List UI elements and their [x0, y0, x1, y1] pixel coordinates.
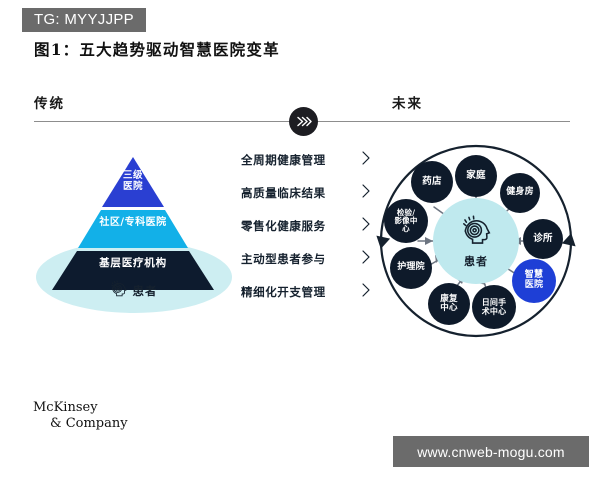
patient-head-fingerprint-icon: [459, 213, 493, 252]
trend-item-4[interactable]: 精细化开支管理: [241, 282, 371, 302]
trend-item-2[interactable]: 零售化健康服务: [241, 216, 371, 236]
trend-item-1[interactable]: 高质量临床结果: [241, 183, 371, 203]
pyramid-patient-label: 患者: [132, 284, 158, 298]
ecosystem-node-label: 日间手术中心: [481, 297, 507, 316]
mckinsey-logo-line2: & Company: [50, 416, 128, 432]
chevron-right-icon: [361, 282, 371, 303]
traditional-pyramid-panel: 三级 医院 社区/专科医院 基层医疗机构 患者: [28, 145, 238, 330]
chevron-right-icon: [361, 249, 371, 270]
ecosystem-node-pharmacy[interactable]: 药店: [411, 161, 453, 203]
figure-title: 图1：五大趋势驱动智慧医院变革: [34, 40, 280, 59]
ecosystem-center-patient: 患者: [433, 198, 519, 284]
trend-label: 高质量临床结果: [241, 186, 326, 200]
ring-arrow-right-icon: [561, 233, 576, 247]
ecosystem-node-lab-imaging[interactable]: 检验/影像中心: [384, 199, 428, 243]
ecosystem-node-family[interactable]: 家庭: [455, 155, 497, 197]
pyramid-tier-bottom: [52, 251, 214, 290]
ecosystem-node-smart-hospital[interactable]: 智慧医院: [512, 259, 556, 303]
double-chevron-right-icon: [289, 107, 318, 136]
pyramid-tier-middle: [78, 210, 188, 248]
axis-label-traditional: 传统: [34, 96, 65, 112]
trend-label: 精细化开支管理: [241, 285, 326, 299]
axis-label-future: 未来: [392, 96, 423, 112]
trend-item-3[interactable]: 主动型患者参与: [241, 249, 371, 269]
ecosystem-node-label: 康复中心: [440, 293, 458, 313]
pyramid-tier-top: [102, 157, 164, 207]
ecosystem-node-label: 智慧医院: [524, 270, 544, 290]
trend-list: 全周期健康管理 高质量临床结果 零售化健康服务 主动型患者参与 精细化开支管理: [241, 150, 371, 302]
site-watermark: www.cnweb-mogu.com: [393, 436, 589, 467]
ecosystem-node-rehab[interactable]: 康复中心: [428, 283, 470, 325]
mckinsey-logo-line1: McKinsey: [33, 400, 98, 415]
mckinsey-logo: McKinsey & Company: [33, 400, 128, 433]
ecosystem-node-label: 检验/影像中心: [394, 207, 418, 234]
chevron-right-icon: [361, 150, 371, 171]
ecosystem-node-gym[interactable]: 健身房: [500, 173, 540, 213]
ecosystem-node-nursing-home[interactable]: 护理院: [390, 247, 432, 289]
trend-label: 全周期健康管理: [241, 153, 326, 167]
trend-label: 零售化健康服务: [241, 219, 326, 233]
future-ecosystem-panel: 患者 家庭 健身房 诊所 智慧医院 日间手术中心 康复中心 护理院 检验/影像中…: [376, 141, 576, 341]
ring-arrow-left-icon: [376, 235, 391, 249]
trend-label: 主动型患者参与: [241, 252, 326, 266]
chevron-right-icon: [361, 216, 371, 237]
patient-head-fingerprint-icon: [109, 279, 128, 303]
telegram-tag-badge: TG: MYYJJPP: [22, 8, 146, 32]
ecosystem-node-day-surgery[interactable]: 日间手术中心: [472, 285, 516, 329]
chevron-right-icon: [361, 183, 371, 204]
pyramid-patient-group: 患者: [28, 279, 238, 303]
trend-item-0[interactable]: 全周期健康管理: [241, 150, 371, 170]
ecosystem-center-label: 患者: [464, 255, 488, 268]
ecosystem-node-clinic[interactable]: 诊所: [523, 219, 563, 259]
